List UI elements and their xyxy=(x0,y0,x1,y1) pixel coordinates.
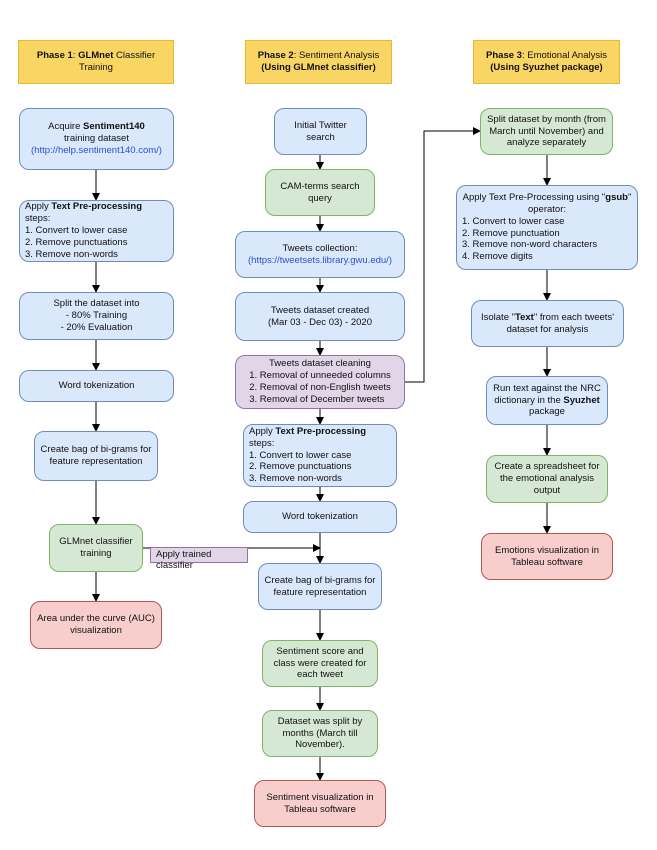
gsub-preprocessing-box: Apply Text Pre-Processing using "gsub" o… xyxy=(456,185,638,270)
bag-of-bigrams-box-2: Create bag of bi-grams for feature repre… xyxy=(258,563,382,610)
nrc-dictionary-box: Run text against the NRC dictionary in t… xyxy=(486,376,608,425)
split-dataset-box: Split the dataset into - 80% Training - … xyxy=(19,292,174,340)
sentiment-visualization-box: Sentiment visualization in Tableau softw… xyxy=(254,780,386,827)
phase-1-header: Phase 1: GLMnet Classifier Training xyxy=(18,40,174,84)
text-preprocessing-box-1: Apply Text Pre-processing steps: 1. Conv… xyxy=(19,200,174,262)
split-by-month-box: Split dataset by month (from March until… xyxy=(480,108,613,155)
list-item: 3. Remove non-word characters xyxy=(462,239,598,251)
initial-twitter-search-box: Initial Twitter search xyxy=(274,108,367,155)
spreadsheet-output-box: Create a spreadsheet for the emotional a… xyxy=(486,455,608,503)
list-item: 1. Convert to lower case xyxy=(25,225,128,237)
list-item: 2. Remove punctuations xyxy=(25,236,128,248)
list-item: 4. Remove digits xyxy=(462,251,533,263)
list-item: 1. Convert to lower case xyxy=(249,449,352,461)
list-item: 2. Removal of non-English tweets xyxy=(249,382,391,393)
apply-trained-classifier-label: Apply trained classifier xyxy=(150,547,248,571)
list-item: 2. Remove punctuation xyxy=(462,227,560,239)
acquire-sentiment140-box: Acquire Sentiment140 training dataset (h… xyxy=(19,108,174,170)
list-item: 3. Remove non-words xyxy=(25,248,118,260)
emotions-visualization-box: Emotions visualization in Tableau softwa… xyxy=(481,533,613,580)
phase-3-header: Phase 3: Emotional Analysis (Using Syuzh… xyxy=(473,40,620,84)
tweets-dataset-cleaning-box: Tweets dataset cleaning 1. Removal of un… xyxy=(235,355,405,409)
text-preprocessing-box-2: Apply Text Pre-processing steps: 1. Conv… xyxy=(243,424,397,487)
phase-2-header: Phase 2: Sentiment Analysis (Using GLMne… xyxy=(245,40,392,84)
isolate-text-box: Isolate "Text" from each tweets' dataset… xyxy=(471,300,624,347)
list-item: 1. Convert to lower case xyxy=(462,215,565,227)
list-item: 3. Remove non-words xyxy=(249,473,342,485)
word-tokenization-box-2: Word tokenization xyxy=(243,501,397,533)
tweets-dataset-created-box: Tweets dataset created (Mar 03 - Dec 03)… xyxy=(235,292,405,341)
tweets-collection-box: Tweets collection: (https://tweetsets.li… xyxy=(235,231,405,278)
cam-terms-search-query-box: CAM-terms search query xyxy=(265,169,375,216)
list-item: 2. Remove punctuations xyxy=(249,461,352,473)
glmnet-classifier-training-box: GLMnet classifier training xyxy=(49,524,143,572)
auc-visualization-box: Area under the curve (AUC) visualization xyxy=(30,601,162,649)
word-tokenization-box-1: Word tokenization xyxy=(19,370,174,402)
dataset-split-months-box: Dataset was split by months (March till … xyxy=(262,710,378,757)
list-item: 1. Removal of unneeded columns xyxy=(249,370,391,382)
sentiment-score-box: Sentiment score and class were created f… xyxy=(262,640,378,687)
bag-of-bigrams-box-1: Create bag of bi-grams for feature repre… xyxy=(34,431,158,481)
list-item: 3. Removal of December tweets xyxy=(249,393,385,405)
